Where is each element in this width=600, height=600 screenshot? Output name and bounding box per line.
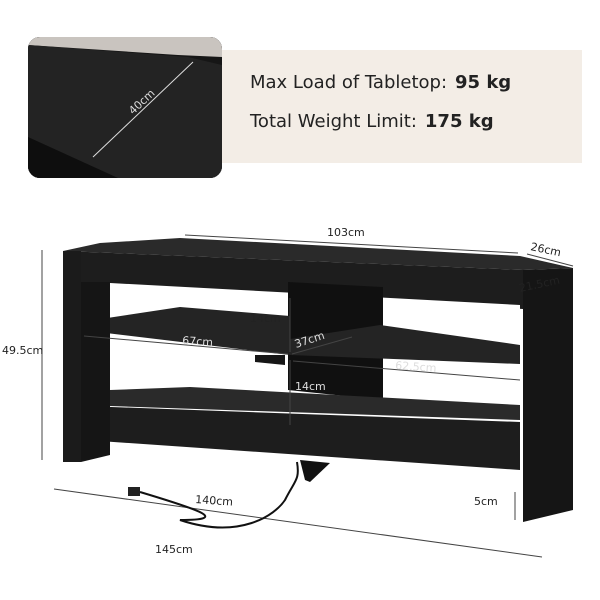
total-weight-label: Total Weight Limit:	[250, 111, 417, 132]
tv-stand	[63, 238, 573, 522]
side-width-label: 21.5cm	[518, 274, 561, 295]
plug-icon	[128, 487, 140, 496]
power-cord	[139, 461, 299, 529]
right-shelf-label: 62.5cm	[395, 359, 437, 375]
total-weight-spec: Total Weight Limit: 175 kg	[250, 111, 494, 132]
tabletop-closeup-image: 40cm	[28, 37, 222, 178]
left-shelf-label: 67cm	[182, 334, 214, 349]
top-width-label: 103cm	[327, 226, 365, 239]
center-depth-label: 37cm	[293, 329, 326, 351]
tabletop-load-label: Max Load of Tabletop:	[250, 72, 448, 93]
tabletop-load-spec: Max Load of Tabletop: 95 kg	[250, 72, 511, 93]
lower-gap-label: 14cm	[295, 380, 326, 393]
tabletop-load-value: 95 kg	[455, 72, 512, 93]
leg-clearance-label: 5cm	[474, 495, 498, 508]
spec-banner	[150, 50, 582, 163]
dimension-lines	[41, 234, 574, 558]
upper-gap-label: 14cm	[250, 312, 281, 325]
side-depth-label: 26cm	[529, 240, 562, 259]
height-label: 49.5cm	[2, 344, 43, 357]
total-weight-value: 175 kg	[424, 111, 494, 132]
base-width-label: 140cm	[195, 493, 234, 509]
cord-length-label: 145cm	[155, 543, 193, 556]
tabletop-closeup-drawing: 40cm	[28, 37, 222, 178]
